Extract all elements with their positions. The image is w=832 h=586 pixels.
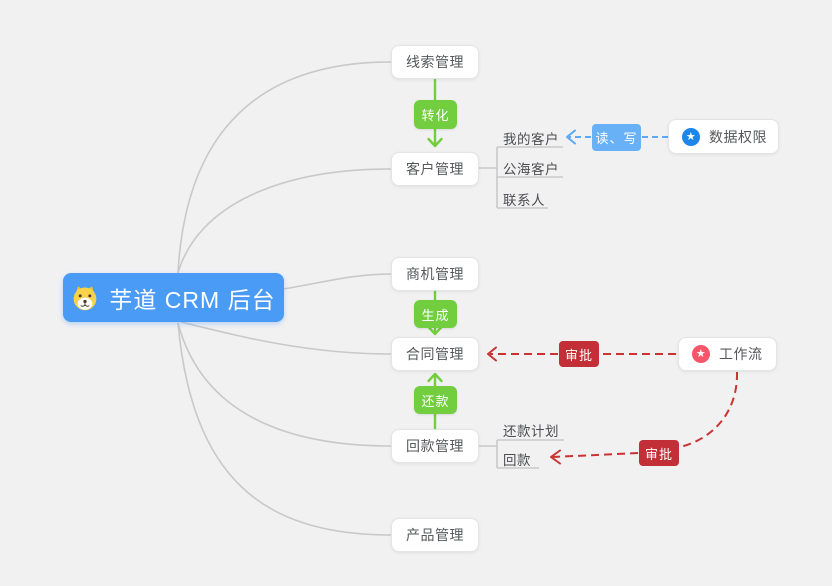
node-customer-management[interactable]: 客户管理 — [391, 152, 479, 186]
blue-dashed-relation — [566, 129, 668, 145]
edge-label-convert[interactable]: 转化 — [414, 100, 457, 129]
node-data-permission[interactable]: ★ 数据权限 — [668, 119, 779, 154]
node-label: 客户管理 — [406, 161, 464, 177]
dog-emoji-icon — [71, 284, 99, 312]
subnode-contacts[interactable]: 联系人 — [503, 193, 545, 208]
root-label: 芋道 CRM 后台 — [109, 286, 276, 313]
node-workflow[interactable]: ★ 工作流 — [678, 337, 777, 371]
root-node-crm[interactable]: 芋道 CRM 后台 — [63, 273, 284, 322]
subnode-repayment-plan[interactable]: 还款计划 — [503, 424, 559, 439]
edge-label-read-write[interactable]: 读、写 — [592, 124, 641, 151]
node-label: 商机管理 — [406, 266, 464, 282]
node-label: 数据权限 — [709, 128, 767, 145]
node-product-management[interactable]: 产品管理 — [391, 518, 479, 552]
red-dashed-relation-contract — [487, 346, 676, 362]
node-label: 合同管理 — [406, 346, 464, 362]
subnode-receivable[interactable]: 回款 — [503, 453, 531, 468]
edge-label-generate[interactable]: 生成 — [414, 300, 457, 328]
edge-label-approve-contract[interactable]: 审批 — [559, 341, 599, 367]
red-dashed-relation-receivable — [550, 371, 739, 465]
edge-label-approve-receivable[interactable]: 审批 — [639, 440, 679, 466]
green-flow-arrows — [427, 77, 443, 431]
node-receivable-management[interactable]: 回款管理 — [391, 429, 479, 463]
node-opportunity-management[interactable]: 商机管理 — [391, 257, 479, 291]
node-label: 回款管理 — [406, 438, 464, 454]
node-label: 线索管理 — [406, 54, 464, 70]
star-icon: ★ — [692, 345, 710, 363]
subnode-public-customers[interactable]: 公海客户 — [503, 162, 559, 177]
node-label: 产品管理 — [406, 527, 464, 543]
node-lead-management[interactable]: 线索管理 — [391, 45, 479, 79]
edge-label-repay[interactable]: 还款 — [414, 386, 457, 414]
node-contract-management[interactable]: 合同管理 — [391, 337, 479, 371]
subnode-my-customers[interactable]: 我的客户 — [503, 132, 559, 147]
branch-curves — [177, 61, 564, 536]
star-icon: ★ — [682, 127, 700, 146]
node-label: 工作流 — [719, 346, 763, 362]
